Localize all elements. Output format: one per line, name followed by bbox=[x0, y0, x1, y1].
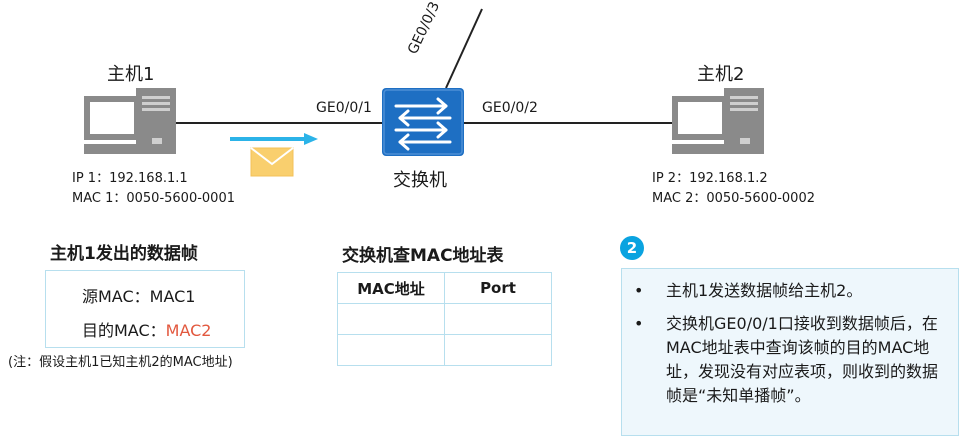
mac-table-header-mac: MAC地址 bbox=[337, 272, 445, 304]
host2-name: 主机2 bbox=[697, 64, 745, 85]
table-cell bbox=[444, 303, 552, 335]
step-explanation-box: • 主机1发送数据帧给主机2。 • 交换机GE0/0/1口接收到数据帧后，在MA… bbox=[621, 268, 959, 436]
switch-port-ge001-label: GE0/0/1 bbox=[316, 100, 372, 116]
switch-port-ge002-label: GE0/0/2 bbox=[482, 100, 538, 116]
frame-title: 主机1发出的数据帧 bbox=[50, 244, 198, 264]
frame-src-value: MAC1 bbox=[149, 287, 196, 306]
link-switch-uplink bbox=[445, 8, 483, 89]
mac-table-header-row: MAC地址 Port bbox=[337, 272, 552, 304]
mac-table-header-port: Port bbox=[444, 272, 552, 304]
host1-ip: IP 1：192.168.1.1 bbox=[72, 171, 188, 186]
computer-icon bbox=[672, 88, 764, 154]
host1-name: 主机1 bbox=[107, 64, 155, 85]
frame-note: (注：假设主机1已知主机2的MAC地址) bbox=[8, 355, 233, 370]
mac-table-title: 交换机查MAC地址表 bbox=[342, 246, 504, 266]
envelope-icon bbox=[250, 147, 294, 177]
table-cell bbox=[444, 334, 552, 366]
switch-name: 交换机 bbox=[393, 170, 447, 191]
list-item: • 交换机GE0/0/1口接收到数据帧后，在MAC地址表中查询该帧的目的MAC地… bbox=[626, 312, 944, 408]
frame-direction-arrowhead bbox=[304, 133, 318, 145]
computer-icon bbox=[84, 88, 176, 154]
switch-icon bbox=[382, 88, 464, 156]
step-bullet-text: 主机1发送数据帧给主机2。 bbox=[666, 281, 863, 300]
frame-src-label: 源MAC： bbox=[82, 287, 150, 306]
mac-address-table: MAC地址 Port bbox=[337, 272, 552, 366]
frame-dst-label: 目的MAC： bbox=[82, 321, 166, 340]
frame-dst-field: 目的MAC：MAC2 bbox=[82, 317, 211, 341]
table-row bbox=[337, 334, 552, 366]
step-bullet-list: • 主机1发送数据帧给主机2。 • 交换机GE0/0/1口接收到数据帧后，在MA… bbox=[626, 279, 944, 417]
bullet-icon: • bbox=[634, 281, 644, 300]
list-item: • 主机1发送数据帧给主机2。 bbox=[626, 279, 944, 303]
table-cell bbox=[337, 303, 445, 335]
table-row bbox=[337, 303, 552, 335]
step-bullet-text: 交换机GE0/0/1口接收到数据帧后，在MAC地址表中查询该帧的目的MAC地址，… bbox=[666, 314, 939, 405]
frame-src-field: 源MAC：MAC1 bbox=[82, 283, 195, 307]
bullet-icon: • bbox=[634, 314, 644, 333]
table-cell bbox=[337, 334, 445, 366]
frame-fields-box: 源MAC：MAC1 目的MAC：MAC2 bbox=[45, 270, 245, 348]
step-badge: 2 bbox=[620, 236, 644, 260]
host2-mac: MAC 2：0050-5600-0002 bbox=[652, 191, 815, 206]
host2-ip: IP 2：192.168.1.2 bbox=[652, 171, 768, 186]
host1-mac: MAC 1：0050-5600-0001 bbox=[72, 191, 235, 206]
frame-dst-value: MAC2 bbox=[165, 321, 212, 340]
